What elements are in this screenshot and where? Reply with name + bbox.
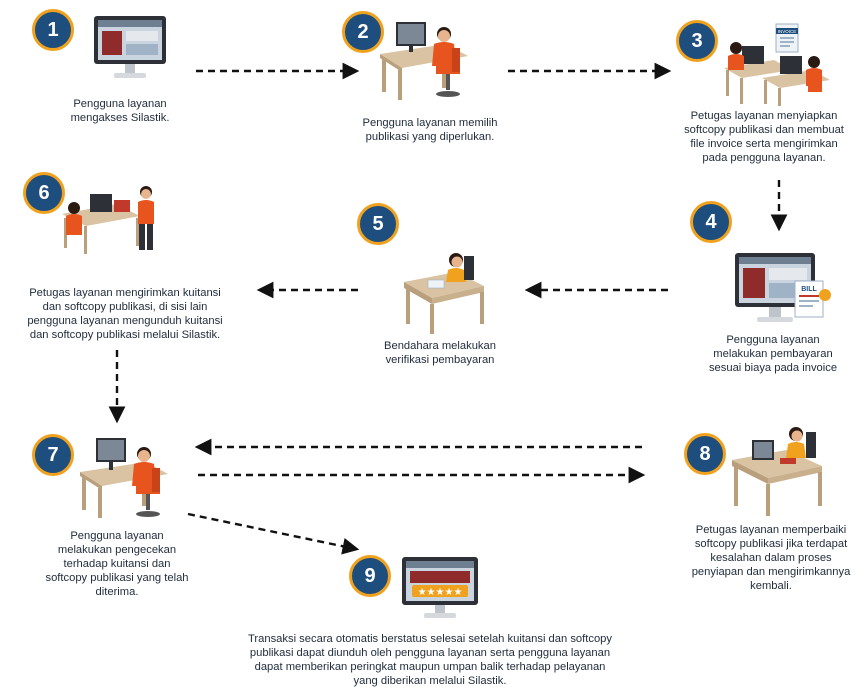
step-1-caption: Pengguna layanan mengakses Silastik. <box>70 98 170 124</box>
step-7-caption: Pengguna layanan melakukan pengecekan te… <box>45 530 189 598</box>
step-6-caption: Petugas layanan mengirimkan kuitansi dan… <box>27 287 223 341</box>
step-5-badge: 5 <box>357 203 399 245</box>
step-6-badge: 6 <box>23 172 65 214</box>
step-4-badge: 4 <box>690 201 732 243</box>
cashier-desk-icon <box>404 253 484 334</box>
svg-text:BILL: BILL <box>801 286 817 293</box>
arrow-7-to-9 <box>187 512 360 555</box>
step-8-caption: Petugas layanan memperbaiki softcopy pub… <box>691 524 851 592</box>
step-3-badge: 3 <box>676 20 718 62</box>
staff-handover-icon <box>62 186 154 254</box>
step-9-caption: Transaksi secara otomatis berstatus sele… <box>248 633 612 687</box>
step-9-badge: 9 <box>349 555 391 597</box>
office-invoice-icon: INVOICE <box>724 23 830 106</box>
staff-desk-icon <box>732 427 822 516</box>
svg-text:INVOICE: INVOICE <box>778 29 797 34</box>
step-4-caption: Pengguna layanan melakukan pembayaran se… <box>708 334 838 374</box>
step-3-caption: Petugas layanan menyiapkan softcopy publ… <box>684 110 844 164</box>
step-2-badge: 2 <box>342 11 384 53</box>
person-at-desk-icon <box>380 22 468 100</box>
step-2-caption: Pengguna layanan memilih publikasi yang … <box>362 117 498 143</box>
step-7-badge: 7 <box>32 434 74 476</box>
monitor-icon <box>94 16 166 78</box>
person-at-desk-icon <box>80 438 168 518</box>
step-8-badge: 8 <box>684 433 726 475</box>
step-1-badge: 1 <box>32 9 74 51</box>
monitor-bill-icon: BILL <box>735 253 831 322</box>
svg-text:★★★★★: ★★★★★ <box>418 587 463 598</box>
monitor-rating-icon: ★★★★★ <box>402 557 478 618</box>
step-5-caption: Bendahara melakukan verifikasi pembayara… <box>384 340 496 366</box>
